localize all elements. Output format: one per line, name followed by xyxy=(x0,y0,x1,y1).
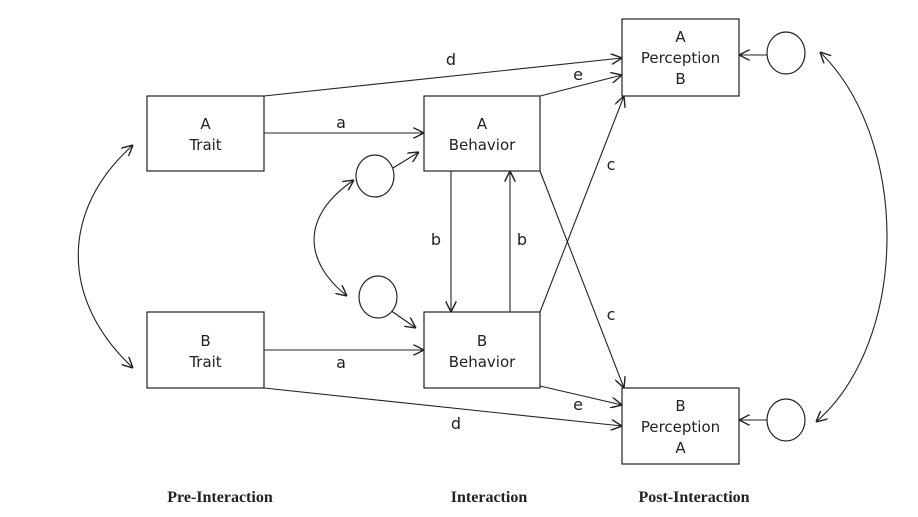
phase-post-interaction: Post-Interaction xyxy=(638,489,749,506)
node-a-trait: A Trait xyxy=(146,95,265,172)
svg-text:A: A xyxy=(200,115,211,133)
svg-text:B: B xyxy=(675,397,685,415)
label-e-bottom: e xyxy=(573,395,583,414)
svg-text:A: A xyxy=(477,115,488,133)
svg-text:Trait: Trait xyxy=(188,136,221,154)
label-a-bottom: a xyxy=(336,353,346,372)
svg-text:Behavior: Behavior xyxy=(449,136,516,154)
svg-text:Perception: Perception xyxy=(641,49,720,67)
phase-labels: Pre-Interaction Interaction Post-Interac… xyxy=(167,489,749,506)
label-e-top: e xyxy=(573,65,583,84)
error-circle-a-perception xyxy=(766,31,806,75)
label-c-top: c xyxy=(607,155,616,174)
label-b-left: b xyxy=(431,230,441,249)
label-d-bottom: d xyxy=(451,414,461,433)
path-c-down xyxy=(539,170,624,388)
covariance-traits xyxy=(77,145,133,368)
label-d-top: d xyxy=(446,50,456,69)
node-a-perception: A Perception B xyxy=(621,18,740,97)
edges xyxy=(77,52,888,426)
svg-text:Behavior: Behavior xyxy=(449,353,516,371)
svg-text:Trait: Trait xyxy=(188,353,221,371)
path-e-bottom xyxy=(539,385,622,405)
error-circle-a-behavior xyxy=(355,154,395,198)
label-c-bottom: c xyxy=(607,305,616,324)
node-b-trait: B Trait xyxy=(146,311,265,389)
svg-text:A: A xyxy=(675,28,686,46)
path-error-b-behavior xyxy=(389,309,416,328)
edge-labels: a a b b c c d d e e xyxy=(336,50,615,433)
path-error-a-behavior xyxy=(392,152,419,169)
node-a-behavior: A Behavior xyxy=(423,95,541,172)
svg-text:B: B xyxy=(477,332,487,350)
path-d-bottom xyxy=(263,387,622,426)
svg-text:B: B xyxy=(675,70,685,88)
node-b-behavior: B Behavior xyxy=(423,311,541,389)
error-terms xyxy=(355,31,806,442)
phase-pre-interaction: Pre-Interaction xyxy=(167,489,273,506)
path-e-top xyxy=(539,75,622,97)
node-b-perception: B Perception A xyxy=(621,387,740,465)
error-circle-b-behavior xyxy=(358,275,398,319)
error-circle-b-perception xyxy=(766,398,806,442)
svg-text:B: B xyxy=(200,332,210,350)
label-b-right: b xyxy=(517,230,527,249)
covariance-behavior-errors xyxy=(313,180,354,296)
label-a-top: a xyxy=(336,113,346,132)
svg-text:A: A xyxy=(675,439,686,457)
path-d-top xyxy=(263,58,622,97)
covariance-perception-errors xyxy=(816,52,888,422)
svg-text:Perception: Perception xyxy=(641,418,720,436)
phase-interaction: Interaction xyxy=(451,489,528,506)
path-c-up xyxy=(539,96,624,313)
